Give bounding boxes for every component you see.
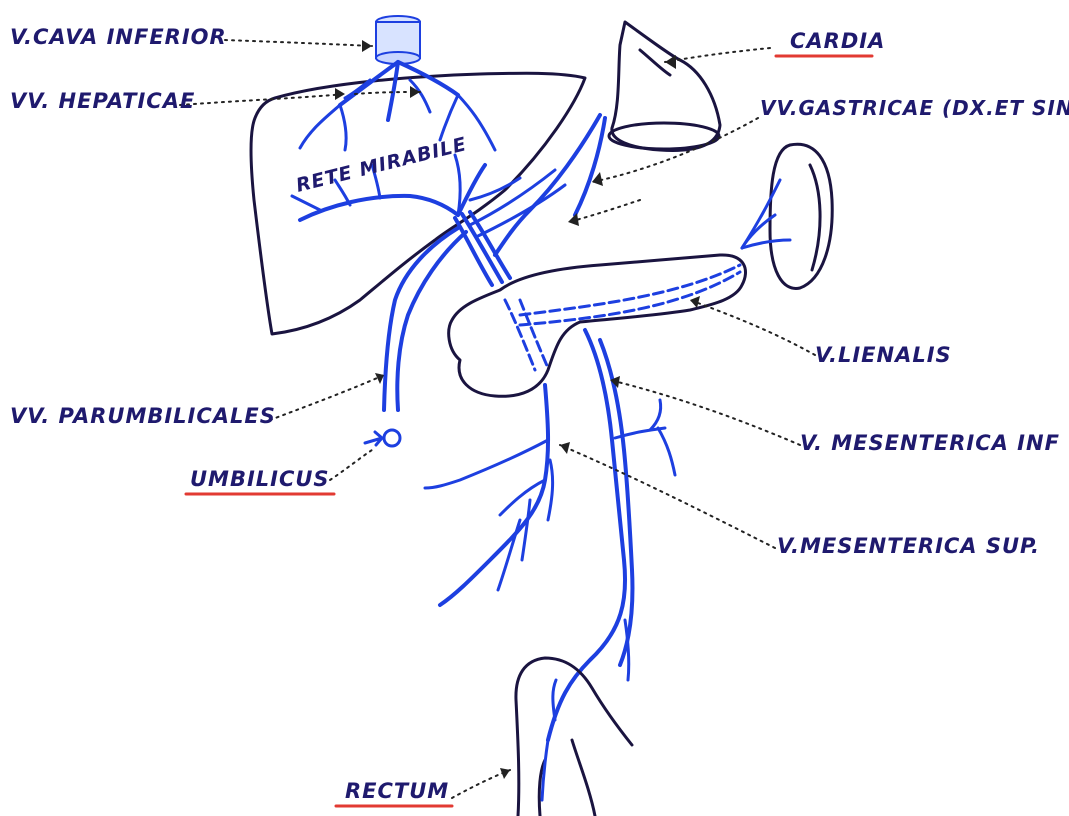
cardia-shape	[609, 22, 720, 150]
label-v-mesenterica-inf: V. MESENTERICA INF	[800, 431, 1060, 455]
label-vv-parumbilicales: VV. PARUMBILICALES	[10, 404, 276, 428]
label-vv-hepaticae: VV. HEPATICAE	[10, 89, 195, 113]
label-v-cava-inferior: V.CAVA INFERIOR	[10, 25, 227, 49]
label-rectum: RECTUM	[345, 779, 449, 803]
label-vv-gastricae: VV.GASTRICAE (DX.ET SIN.	[760, 96, 1069, 120]
inferior-mesenteric-vein	[548, 330, 675, 740]
label-cardia: CARDIA	[790, 29, 885, 53]
vena-cava-cylinder	[376, 16, 420, 64]
spleen	[742, 144, 832, 288]
label-v-lienalis: V.LIENALIS	[815, 343, 952, 367]
umbilicus-ring	[365, 430, 400, 446]
pancreas	[449, 255, 746, 396]
superior-mesenteric-vein	[425, 385, 553, 605]
label-umbilicus: UMBILICUS	[190, 467, 330, 491]
label-rete-mirabile: RETE MIRABILE	[294, 133, 469, 197]
label-v-mesenterica-sup: V.MESENTERICA SUP.	[777, 534, 1040, 558]
